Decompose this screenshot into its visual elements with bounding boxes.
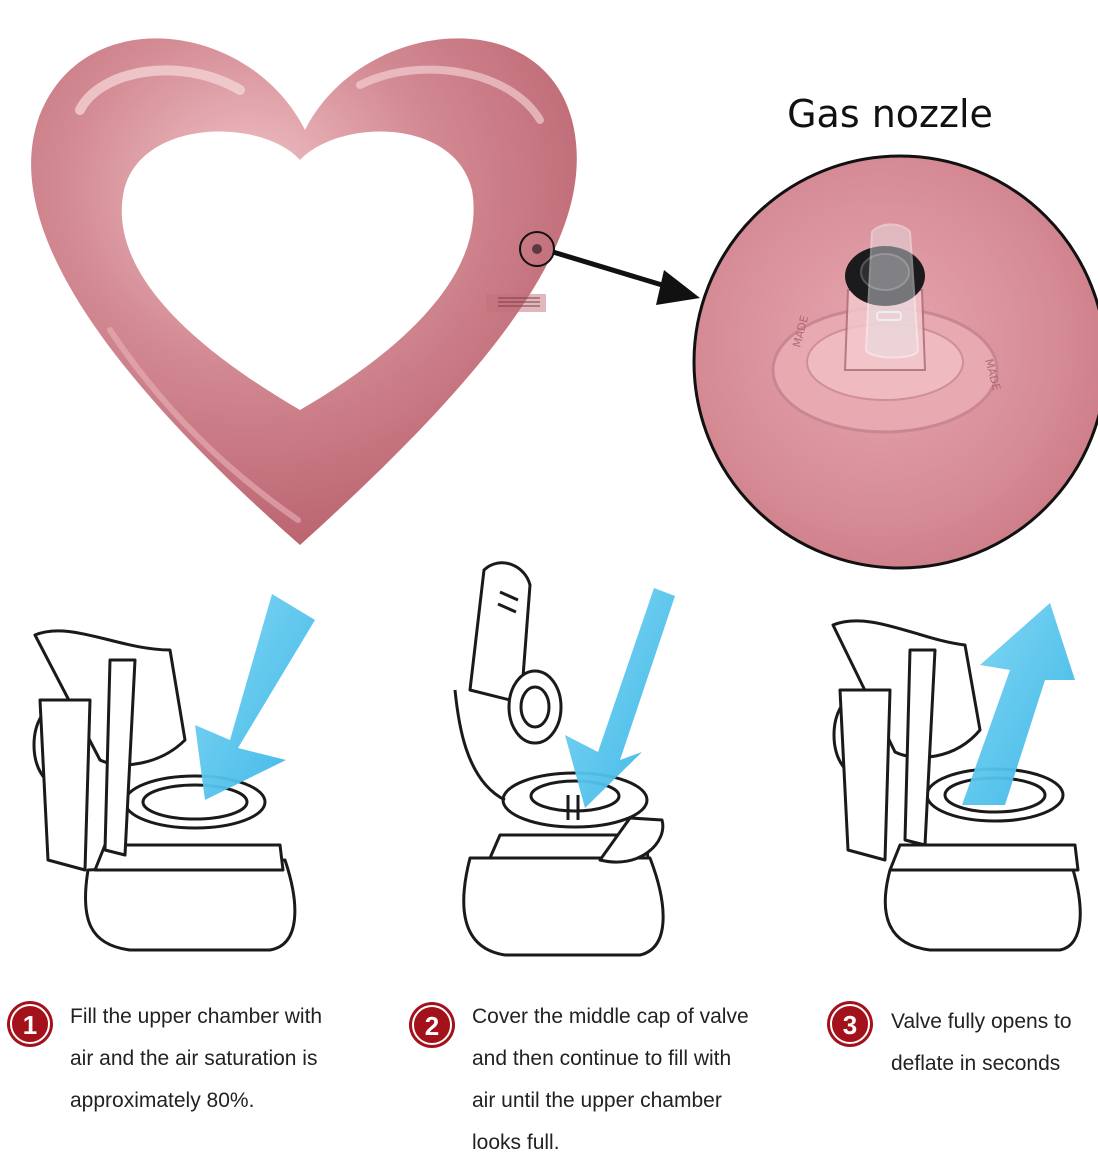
step-1-line: air and the air saturation is (70, 1047, 318, 1070)
step-number-2: 2 (425, 1011, 439, 1041)
step-2-description: Cover the middle cap of valve and then c… (472, 996, 802, 1164)
ce-label-text (486, 294, 546, 312)
valve-illustration-step1 (32, 629, 297, 952)
step-2-line: air until the upper chamber (472, 1089, 722, 1112)
step-3-line: Valve fully opens to (891, 1010, 1072, 1033)
nozzle-zoom-image: MADE MADE (692, 154, 1098, 570)
gas-nozzle-title: Gas nozzle (787, 92, 993, 136)
pointer-arrow-icon (552, 249, 700, 305)
step-1-line: approximately 80%. (70, 1089, 255, 1112)
step-3-description: Valve fully opens to deflate in seconds (891, 1001, 1096, 1085)
step-badge-2: 2 (409, 1002, 455, 1048)
valve-highlight-circle (519, 231, 555, 267)
step-2-line: looks full. (472, 1131, 560, 1154)
step-1-line: Fill the upper chamber with (70, 1005, 323, 1028)
step-badge-3: 3 (827, 1001, 873, 1047)
step-3-line: deflate in seconds (891, 1052, 1061, 1075)
step-2-line: Cover the middle cap of valve (472, 1005, 749, 1028)
step-1-description: Fill the upper chamber with air and the … (70, 996, 390, 1122)
arrow-up-right-icon (962, 603, 1075, 805)
heart-float-image (31, 38, 577, 545)
step-number-1: 1 (23, 1010, 37, 1040)
step-badge-1: 1 (7, 1001, 53, 1047)
valve-illustration-step2 (453, 561, 665, 957)
step-number-3: 3 (843, 1010, 857, 1040)
step-2-line: and then continue to fill with (472, 1047, 732, 1070)
arrow-down-left-icon (565, 588, 675, 808)
arrow-down-left-icon (195, 594, 315, 800)
